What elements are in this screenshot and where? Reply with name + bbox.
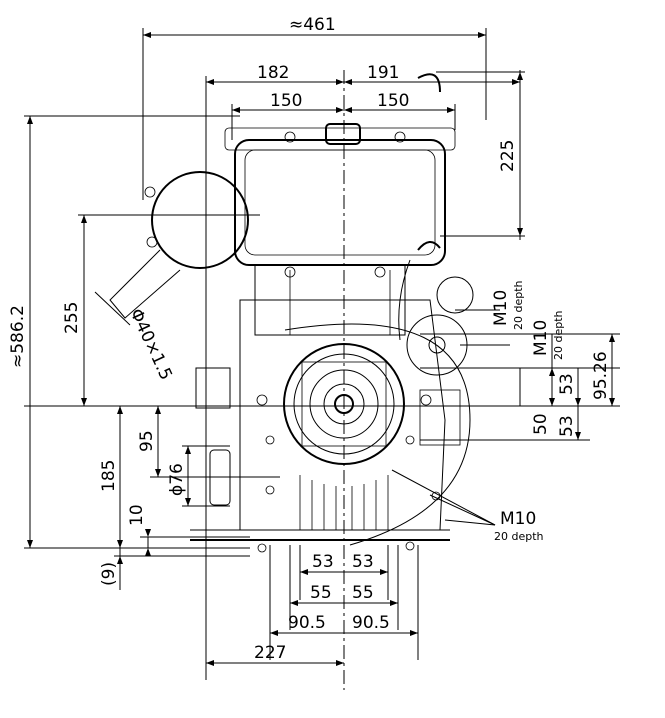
dim-182-label: 182 [257, 63, 289, 83]
dim-191-label: 191 [367, 63, 399, 83]
dim-95-26-label: 95.26 [591, 351, 611, 400]
dim-255-label: 255 [62, 302, 82, 334]
pipe-diameter-label: Φ40×1.5 [125, 306, 175, 384]
dim-53-upper-label: 53 [557, 373, 577, 395]
dim-55-right-label: 55 [352, 583, 374, 603]
thread-leaders [391, 309, 510, 526]
dim-53-lower-label: 53 [557, 415, 577, 437]
bolt-symbols [144, 131, 441, 553]
dim-55-left-label: 55 [310, 583, 332, 603]
thread-m10-bottom-depth: 20 depth [494, 530, 544, 543]
dimension-lines [24, 28, 620, 690]
dim-227-label: 227 [254, 643, 286, 663]
dim-53-bottom-right-label: 53 [352, 552, 374, 572]
overall-height-label: ≈586.2 [8, 305, 28, 368]
dim-50-label: 50 [531, 413, 551, 435]
dim-90-5-left-label: 90.5 [288, 613, 326, 633]
dim-150-left-label: 150 [270, 91, 302, 111]
dim-76-label: ϕ76 [167, 463, 187, 496]
thread-m10-bottom-label: M10 [500, 509, 536, 529]
dim-150-right-label: 150 [377, 91, 409, 111]
thread-m10-mid-depth: 20 depth [552, 310, 565, 360]
dim-90-5-right-label: 90.5 [352, 613, 390, 633]
thread-m10-mid-label: M10 [531, 320, 551, 356]
thread-m10-top-depth: 20 depth [512, 280, 525, 330]
overall-width-label: ≈461 [289, 15, 336, 35]
engine-outline [94, 73, 474, 546]
thread-m10-top-label: M10 [491, 290, 511, 326]
dim-9-label: (9) [99, 562, 119, 586]
dim-185-label: 185 [99, 460, 119, 492]
dim-225-label: 225 [498, 140, 518, 172]
arrowheads [27, 32, 615, 666]
dim-10-label: 10 [127, 504, 147, 526]
dim-53-bottom-left-label: 53 [312, 552, 334, 572]
dim-95-label: 95 [137, 430, 157, 452]
